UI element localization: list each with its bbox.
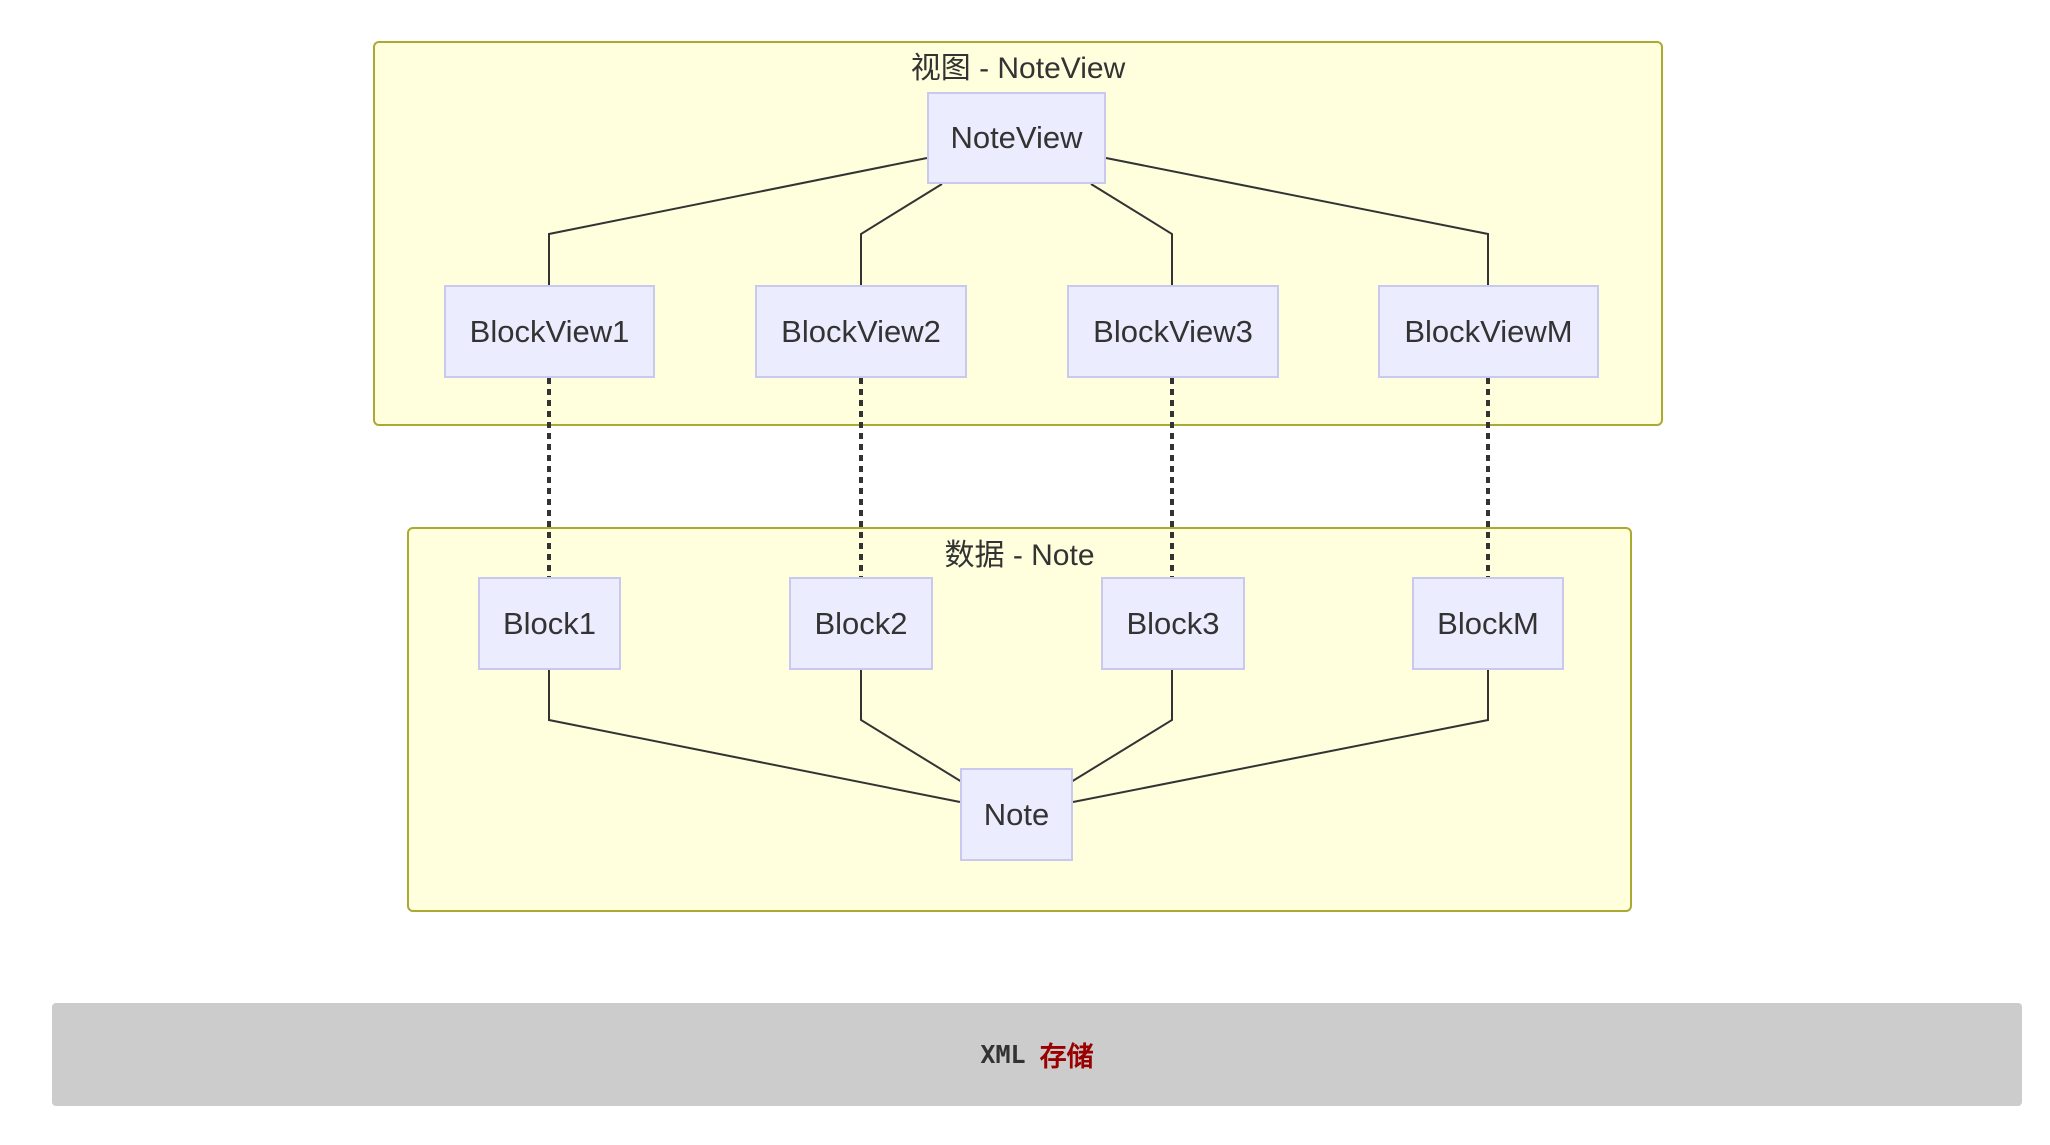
node-block2[interactable]: Block2 (789, 577, 933, 670)
node-noteview[interactable]: NoteView (927, 92, 1106, 184)
xml-storage-bar: XML 存储 (52, 1003, 2022, 1106)
node-blockview3[interactable]: BlockView3 (1067, 285, 1279, 378)
node-note[interactable]: Note (960, 768, 1073, 861)
node-blockview1[interactable]: BlockView1 (444, 285, 655, 378)
storage-label: 存储 (1039, 1042, 1094, 1073)
node-blockview2[interactable]: BlockView2 (755, 285, 967, 378)
node-blockm[interactable]: BlockM (1412, 577, 1564, 670)
node-blockviewm[interactable]: BlockViewM (1378, 285, 1599, 378)
node-block3[interactable]: Block3 (1101, 577, 1245, 670)
node-block1[interactable]: Block1 (478, 577, 621, 670)
storage-format-label: XML (980, 1040, 1026, 1069)
data-group-title: 数据 - Note (944, 539, 1095, 572)
view-group-title: 视图 - NoteView (910, 52, 1126, 85)
